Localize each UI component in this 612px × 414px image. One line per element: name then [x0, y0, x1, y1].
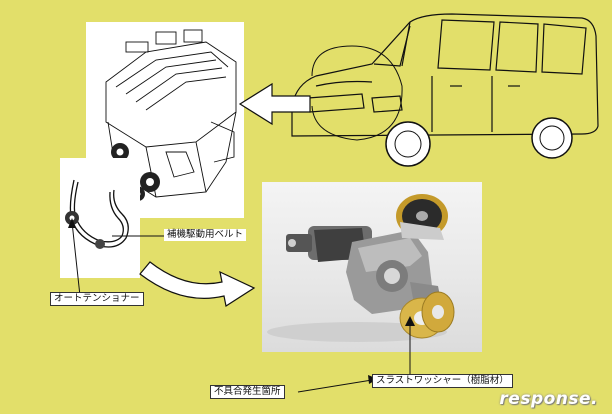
tensioner-photo — [262, 182, 482, 352]
thrust-washer-label: スラストワッシャー（樹脂材） — [372, 374, 513, 388]
engine-illustration — [105, 29, 237, 201]
belt-to-photo-arrow-icon — [139, 261, 256, 307]
belt-label: 補機駆動用ベルト — [164, 229, 247, 241]
belt-illustration — [65, 179, 129, 249]
auto-tensioner-label: オートテンショナー — [50, 292, 144, 306]
car-drawing — [291, 13, 599, 167]
highlight-circle — [311, 45, 403, 141]
thrust-washer-icon — [399, 291, 455, 339]
belt-drawing — [60, 158, 140, 278]
defect-location-label: 不具合発生箇所 — [210, 385, 285, 399]
tensioner-part-image — [267, 194, 455, 342]
watermark-logo: response. — [499, 389, 598, 409]
car-to-engine-arrow-icon — [238, 82, 311, 126]
